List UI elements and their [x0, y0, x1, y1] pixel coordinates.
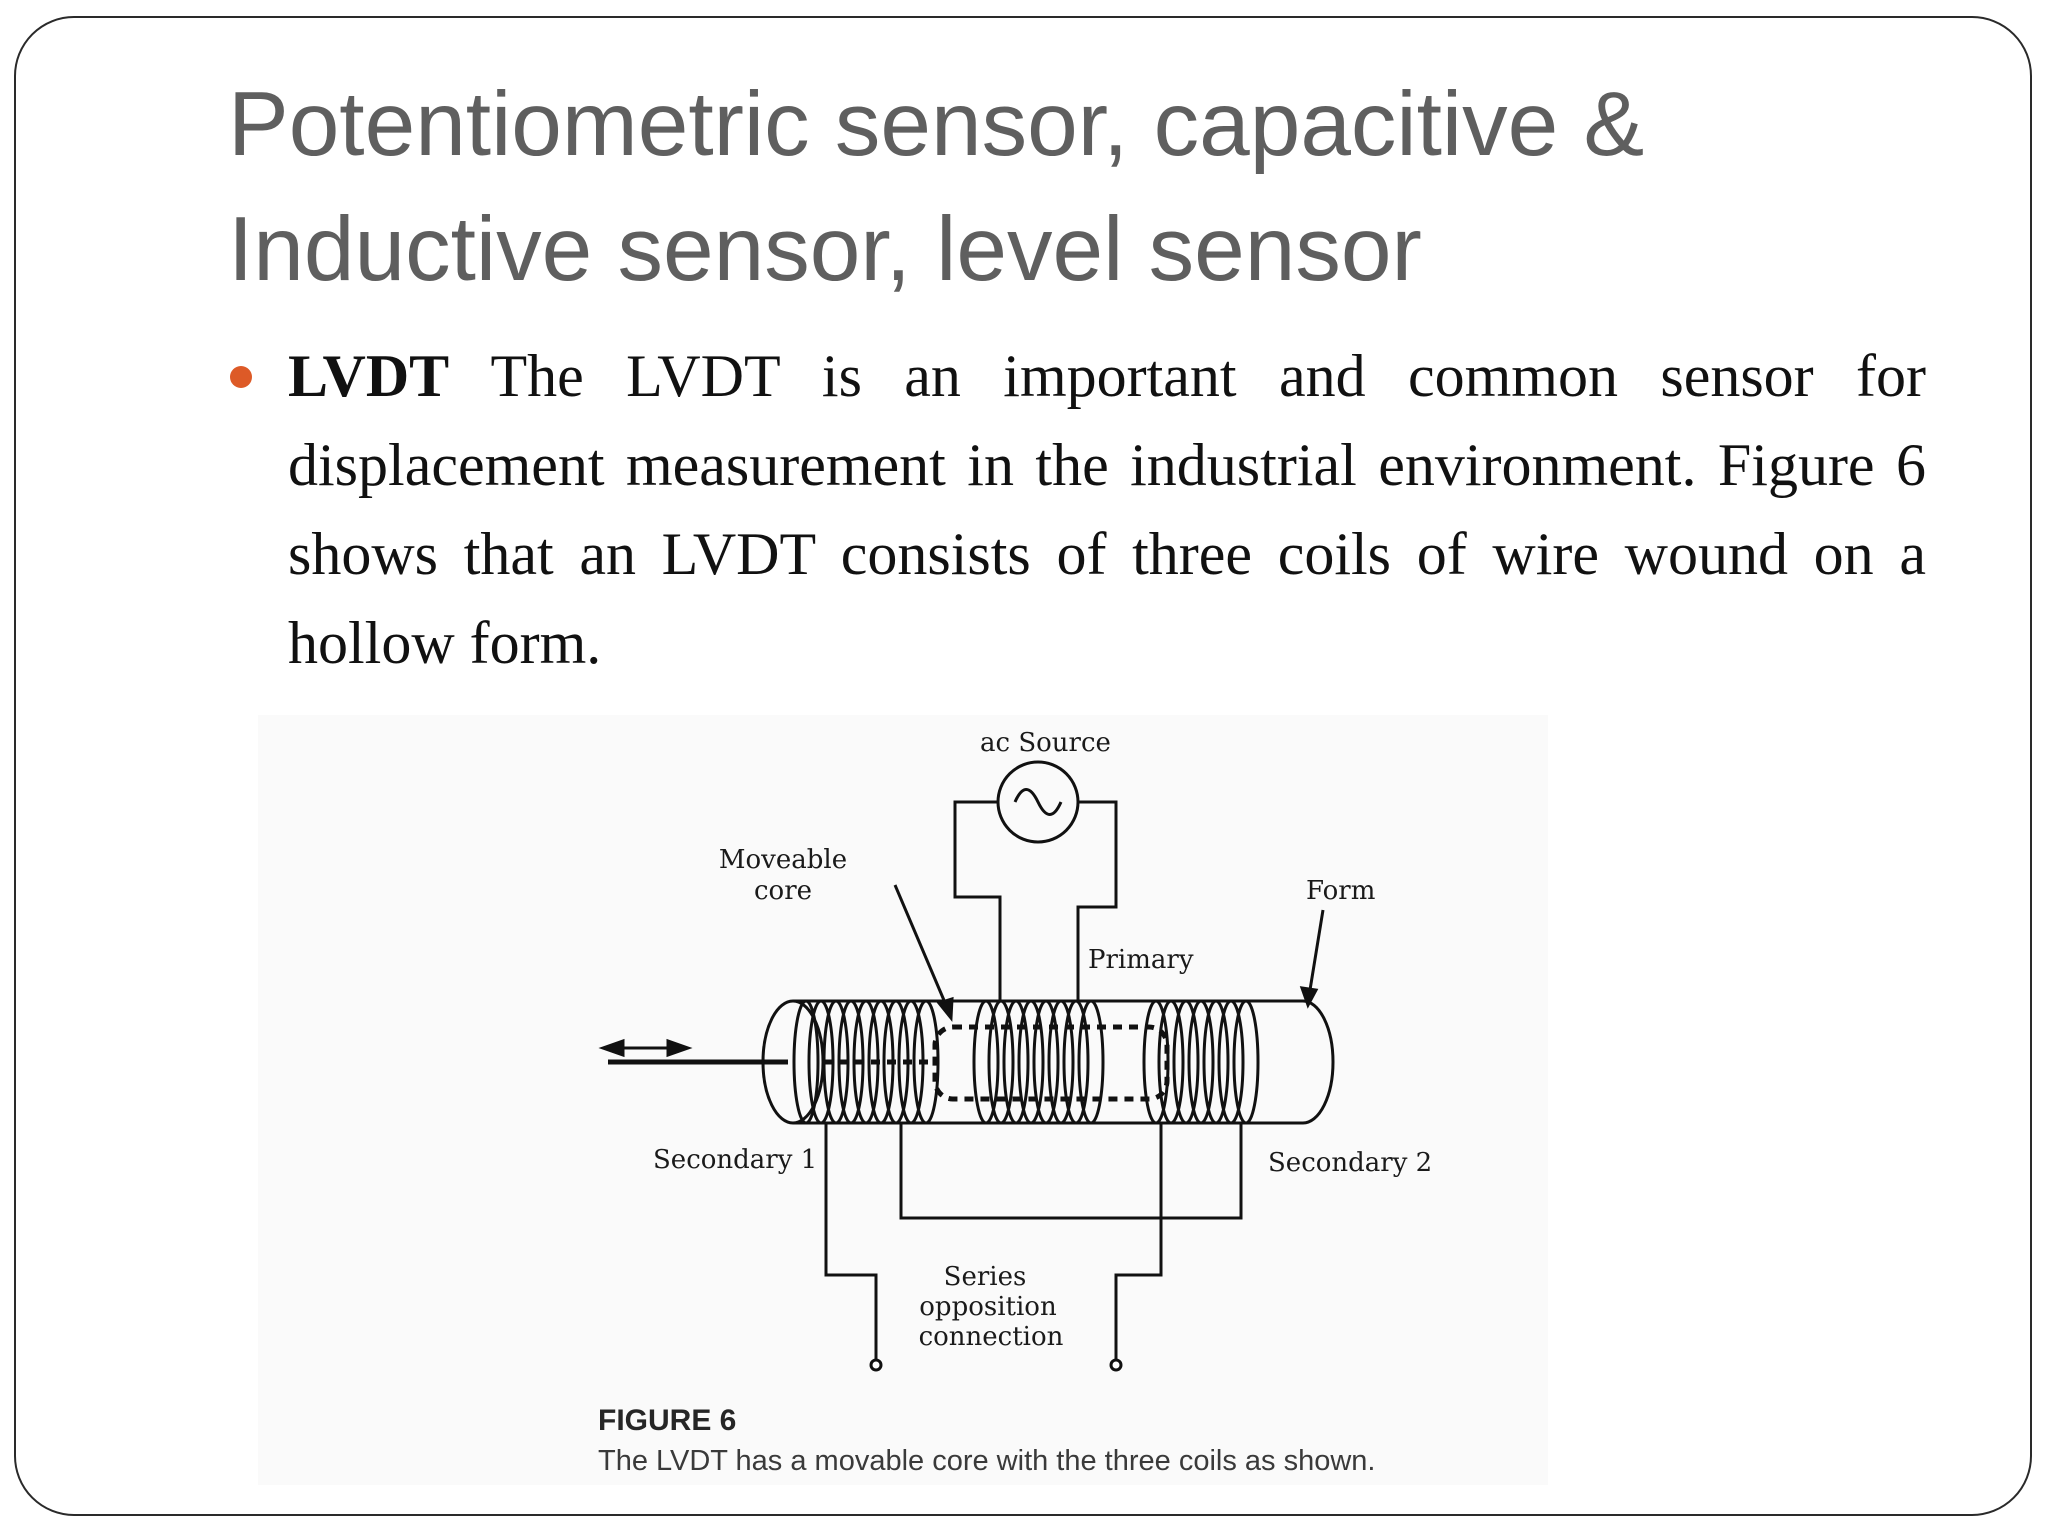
lvdt-figure: ac Source Moveable core Form Primary Sec…	[258, 715, 1548, 1485]
series-label-line1: Series	[944, 1262, 1027, 1292]
ac-source-label: ac Source	[980, 728, 1111, 758]
secondary-1-label: Secondary 1	[653, 1145, 817, 1175]
bullet-paragraph: LVDT The LVDT is an important and common…	[288, 332, 1926, 688]
moveable-core-label-line1: Moveable	[719, 845, 847, 875]
series-label-line3: connection	[919, 1322, 1064, 1352]
form-pointer	[1308, 909, 1325, 991]
title-line-1: Potentiometric sensor, capacitive &	[228, 74, 1645, 175]
figure-caption-text: The LVDT has a movable core with the thr…	[598, 1445, 1376, 1477]
secondary-1-output-lead	[824, 1123, 878, 1360]
title-line-2: Inductive sensor, level sensor	[228, 199, 1422, 300]
ac-sine-icon	[1013, 788, 1063, 816]
bullet-marker	[230, 366, 252, 388]
primary-lead-left	[953, 800, 1002, 1001]
bullet-body: The LVDT is an important and common sens…	[288, 343, 1926, 676]
moveable-core-label-line2: core	[754, 876, 812, 906]
moveable-core-arrowhead	[936, 996, 954, 1023]
primary-lead-right	[1076, 800, 1118, 1001]
slide-title: Potentiometric sensor, capacitive & Indu…	[228, 62, 1928, 312]
form-right-end	[1302, 999, 1335, 1125]
bullet-term: LVDT	[288, 343, 450, 409]
secondary-2-label: Secondary 2	[1268, 1148, 1432, 1178]
motion-arrow-left	[598, 1038, 625, 1058]
motion-arrow-right	[666, 1038, 693, 1058]
series-opposition-link	[899, 1123, 1243, 1220]
series-label-line2: opposition	[919, 1292, 1057, 1322]
form-label: Form	[1306, 876, 1375, 906]
figure-caption-title: FIGURE 6	[598, 1404, 737, 1437]
primary-label: Primary	[1088, 945, 1194, 975]
secondary-2-coil	[1142, 999, 1260, 1125]
primary-coil	[972, 999, 1105, 1125]
secondary-1-coil	[792, 999, 940, 1125]
lvdt-diagram: ac Source Moveable core Form Primary Sec…	[598, 728, 1432, 1372]
output-terminal-2	[1109, 1358, 1123, 1372]
secondary-2-output-lead	[1114, 1123, 1163, 1360]
form-arrowhead	[1299, 986, 1319, 1009]
output-terminal-1	[869, 1358, 883, 1372]
moveable-core-pointer	[893, 884, 948, 1006]
